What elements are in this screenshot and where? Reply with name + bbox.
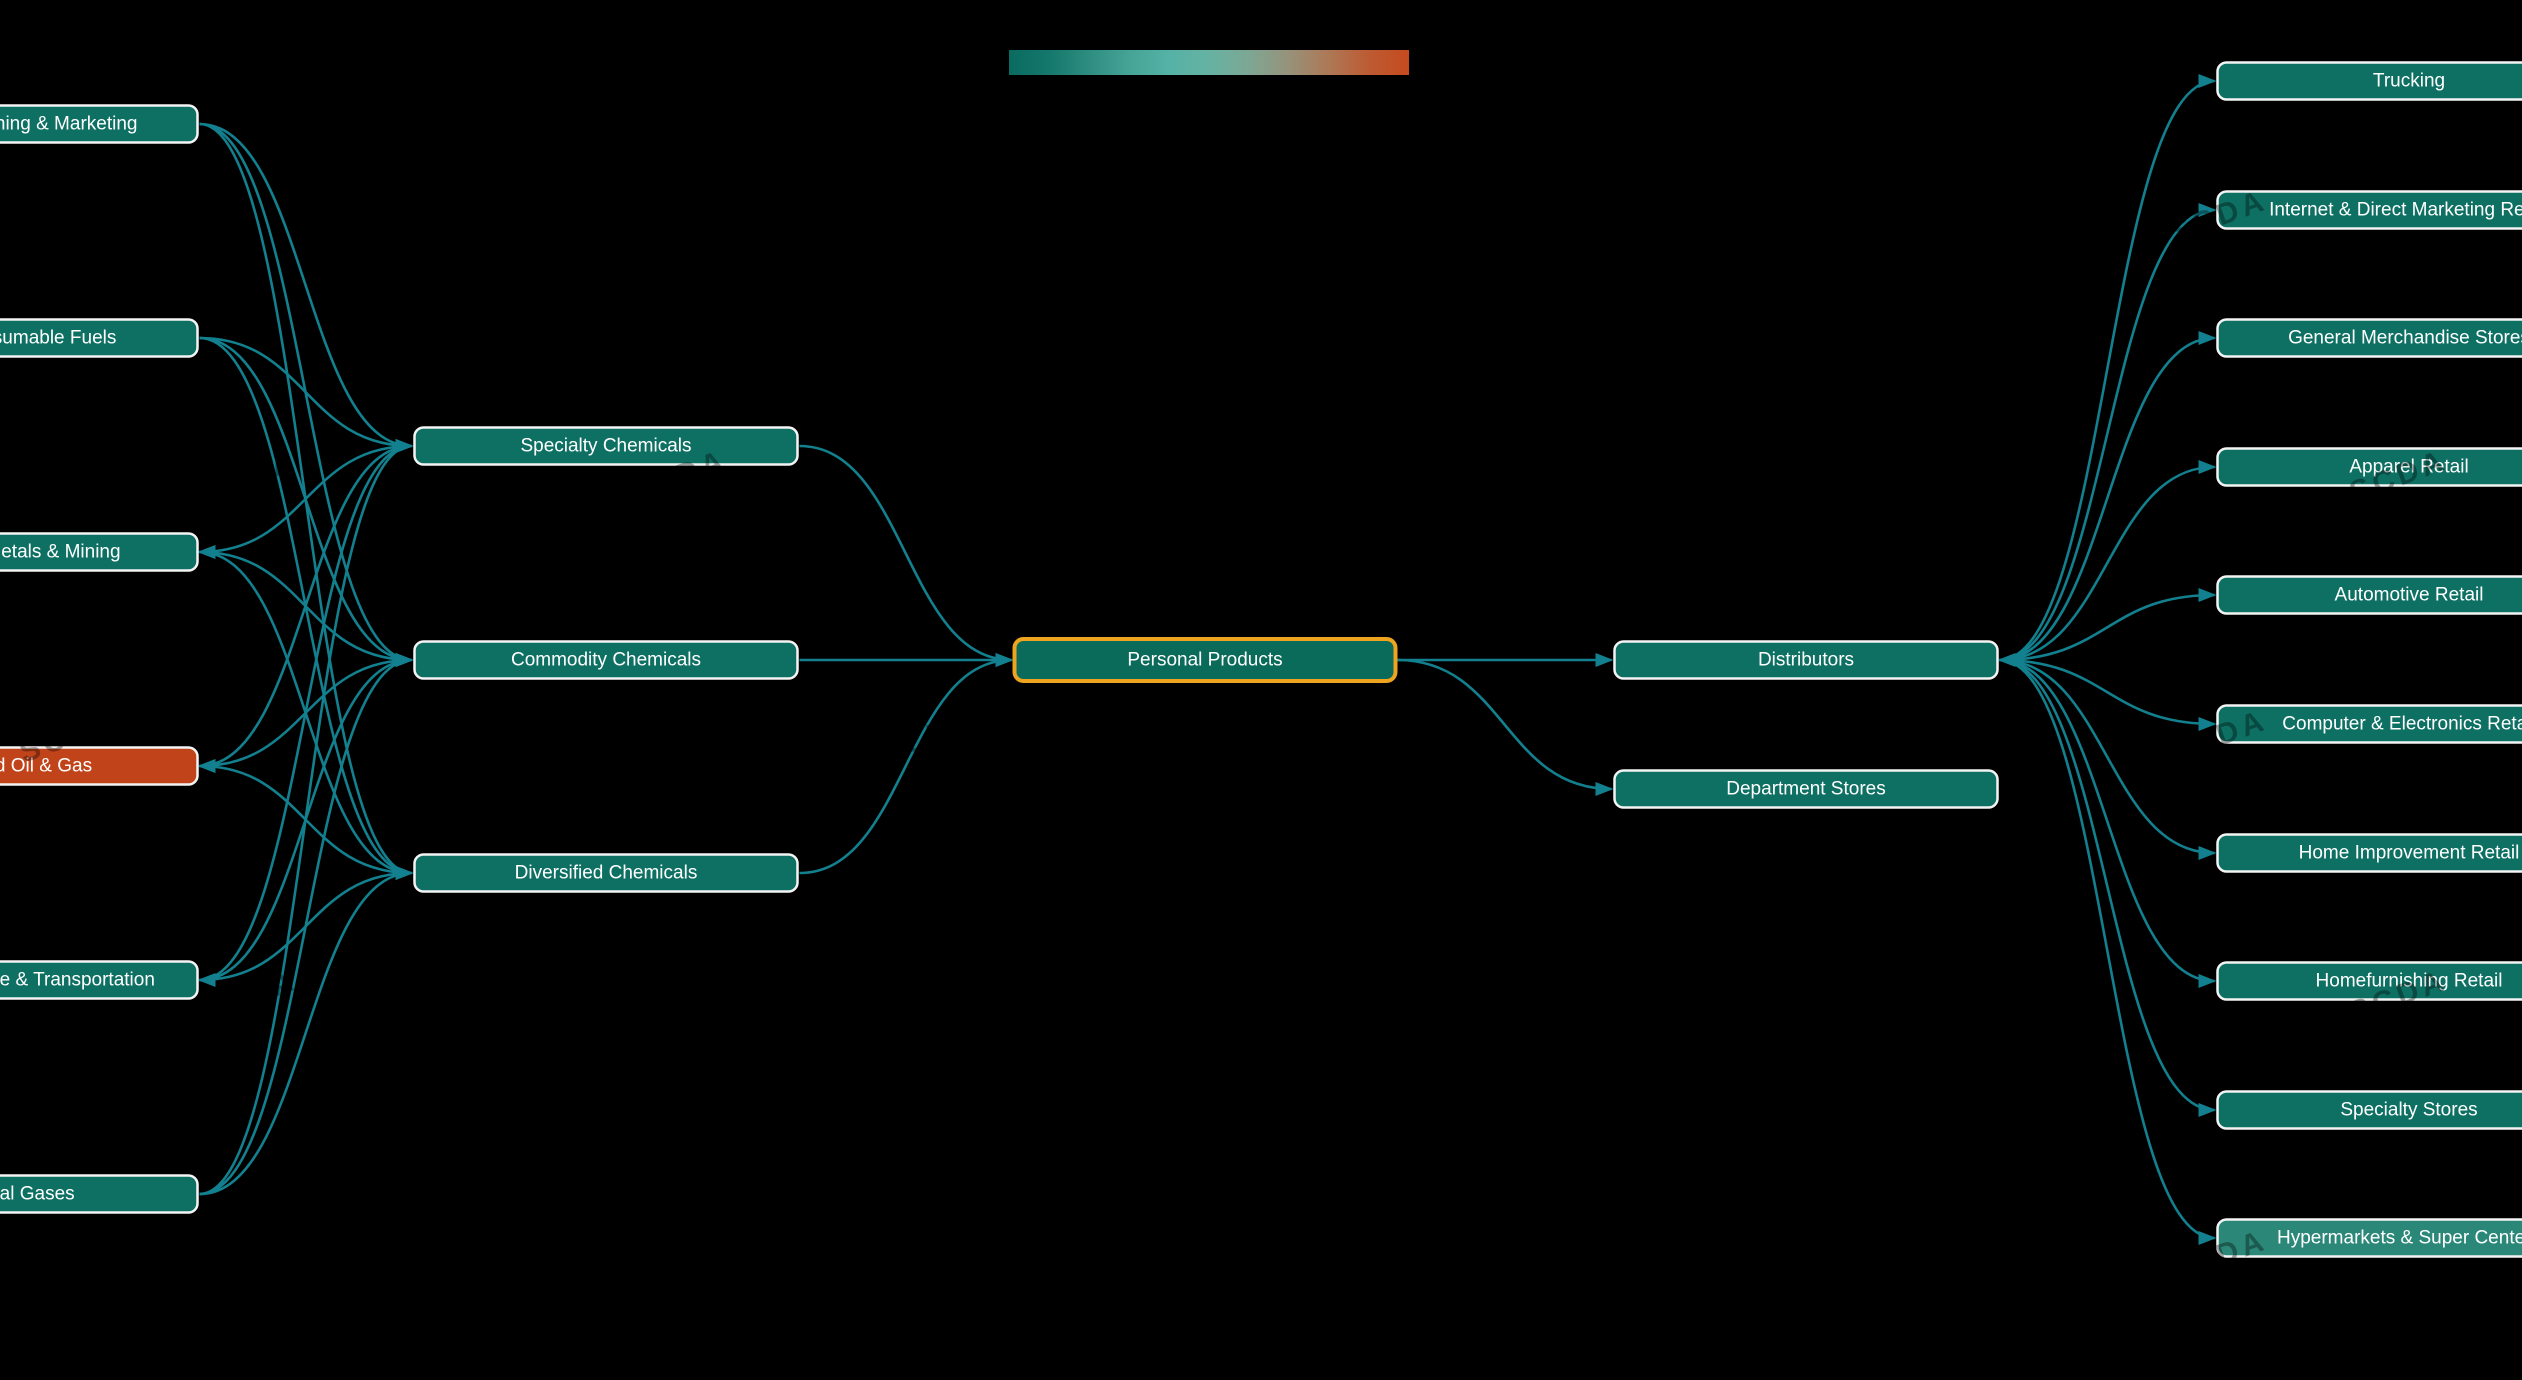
edge-sc-pp xyxy=(799,444,1014,667)
node-box-commodity-chemicals[interactable] xyxy=(413,640,799,680)
node-home-improvement-retail[interactable]: Home Improvement Retail xyxy=(2216,833,2522,873)
node-personal-products[interactable]: Personal Products xyxy=(1012,637,1398,683)
color-scale-legend-bar xyxy=(1009,50,1409,75)
edge-di-hsc xyxy=(1999,658,2217,1245)
edge-di-hfr xyxy=(1999,658,2217,988)
edge-di-gms xyxy=(1999,331,2217,662)
node-specialty-chemicals[interactable]: Specialty Chemicals xyxy=(413,426,799,466)
edge-rm-sc xyxy=(199,122,414,453)
node-box-oil-gas-refining-marketing[interactable] xyxy=(0,104,199,144)
node-box-general-merchandise-stores[interactable] xyxy=(2216,318,2522,358)
node-box-oil-gas-storage-transportation[interactable] xyxy=(0,960,199,1000)
node-oil-gas-storage-transportation[interactable]: Oil & Gas Storage & Transportation xyxy=(0,960,199,1000)
edge-di-ar xyxy=(1999,460,2217,662)
node-apparel-retail[interactable]: Apparel Retail xyxy=(2216,447,2522,487)
edge-ig-cc xyxy=(199,653,414,1196)
node-specialty-stores[interactable]: Specialty Stores xyxy=(2216,1090,2522,1130)
node-industrial-gases[interactable]: Industrial Gases xyxy=(0,1174,199,1214)
node-homefurnishing-retail[interactable]: Homefurnishing Retail xyxy=(2216,961,2522,1001)
edge-di-tr xyxy=(1997,74,2217,667)
node-box-coal-consumable-fuels[interactable] xyxy=(0,318,199,358)
node-box-diversified-chemicals[interactable] xyxy=(413,853,799,893)
node-box-department-stores[interactable] xyxy=(1613,769,1999,809)
node-box-specialty-chemicals[interactable] xyxy=(413,426,799,466)
node-box-diversified-metals-mining[interactable] xyxy=(0,532,199,572)
node-box-integrated-oil-gas[interactable] xyxy=(0,746,199,786)
node-box-industrial-gases[interactable] xyxy=(0,1174,199,1214)
node-internet-direct-marketing-retail[interactable]: Internet & Direct Marketing Retail xyxy=(2216,190,2522,230)
node-diversified-metals-mining[interactable]: Diversified Metals & Mining xyxy=(0,532,199,572)
node-distributors[interactable]: Distributors xyxy=(1613,640,1999,680)
edge-di-idr xyxy=(1999,203,2217,662)
edge-cf-sc xyxy=(199,336,414,453)
nodes-layer: Oil & Gas Refining & MarketingCoal & Con… xyxy=(0,61,2522,1258)
edge-ig-dc xyxy=(199,866,414,1196)
node-box-automotive-retail[interactable] xyxy=(2216,575,2522,615)
edge-di-hir xyxy=(1999,658,2217,860)
node-integrated-oil-gas[interactable]: Integrated Oil & Gas xyxy=(0,746,199,786)
node-trucking[interactable]: Trucking xyxy=(2216,61,2522,101)
node-hypermarkets-super-centers[interactable]: Hypermarkets & Super Centers xyxy=(2216,1218,2522,1258)
node-department-stores[interactable]: Department Stores xyxy=(1613,769,1999,809)
node-box-internet-direct-marketing-retail[interactable] xyxy=(2216,190,2522,230)
edge-mm-sc xyxy=(197,439,414,559)
node-box-personal-products[interactable] xyxy=(1012,637,1398,683)
node-box-distributors[interactable] xyxy=(1613,640,1999,680)
edge-di-aur xyxy=(1999,588,2217,662)
edges-layer xyxy=(197,74,2217,1245)
node-automotive-retail[interactable]: Automotive Retail xyxy=(2216,575,2522,615)
node-box-hypermarkets-super-centers[interactable] xyxy=(2216,1218,2522,1258)
node-box-home-improvement-retail[interactable] xyxy=(2216,833,2522,873)
node-computer-electronics-retail[interactable]: Computer & Electronics Retail xyxy=(2216,704,2522,744)
edge-st-sc xyxy=(197,439,414,987)
node-box-specialty-stores[interactable] xyxy=(2216,1090,2522,1130)
node-box-trucking[interactable] xyxy=(2216,61,2522,101)
node-diversified-chemicals[interactable]: Diversified Chemicals xyxy=(413,853,799,893)
node-box-apparel-retail[interactable] xyxy=(2216,447,2522,487)
edge-pp-ds xyxy=(1397,658,1614,796)
edge-di-cer xyxy=(1999,658,2217,731)
edge-dc-pp xyxy=(799,653,1014,875)
edge-di-ss xyxy=(1999,658,2217,1117)
node-oil-gas-refining-marketing[interactable]: Oil & Gas Refining & Marketing xyxy=(0,104,199,144)
edge-ig-sc xyxy=(199,439,414,1196)
node-box-computer-electronics-retail[interactable] xyxy=(2216,704,2522,744)
node-general-merchandise-stores[interactable]: General Merchandise Stores xyxy=(2216,318,2522,358)
node-coal-consumable-fuels[interactable]: Coal & Consumable Fuels xyxy=(0,318,199,358)
node-commodity-chemicals[interactable]: Commodity Chemicals xyxy=(413,640,799,680)
node-box-homefurnishing-retail[interactable] xyxy=(2216,961,2522,1001)
